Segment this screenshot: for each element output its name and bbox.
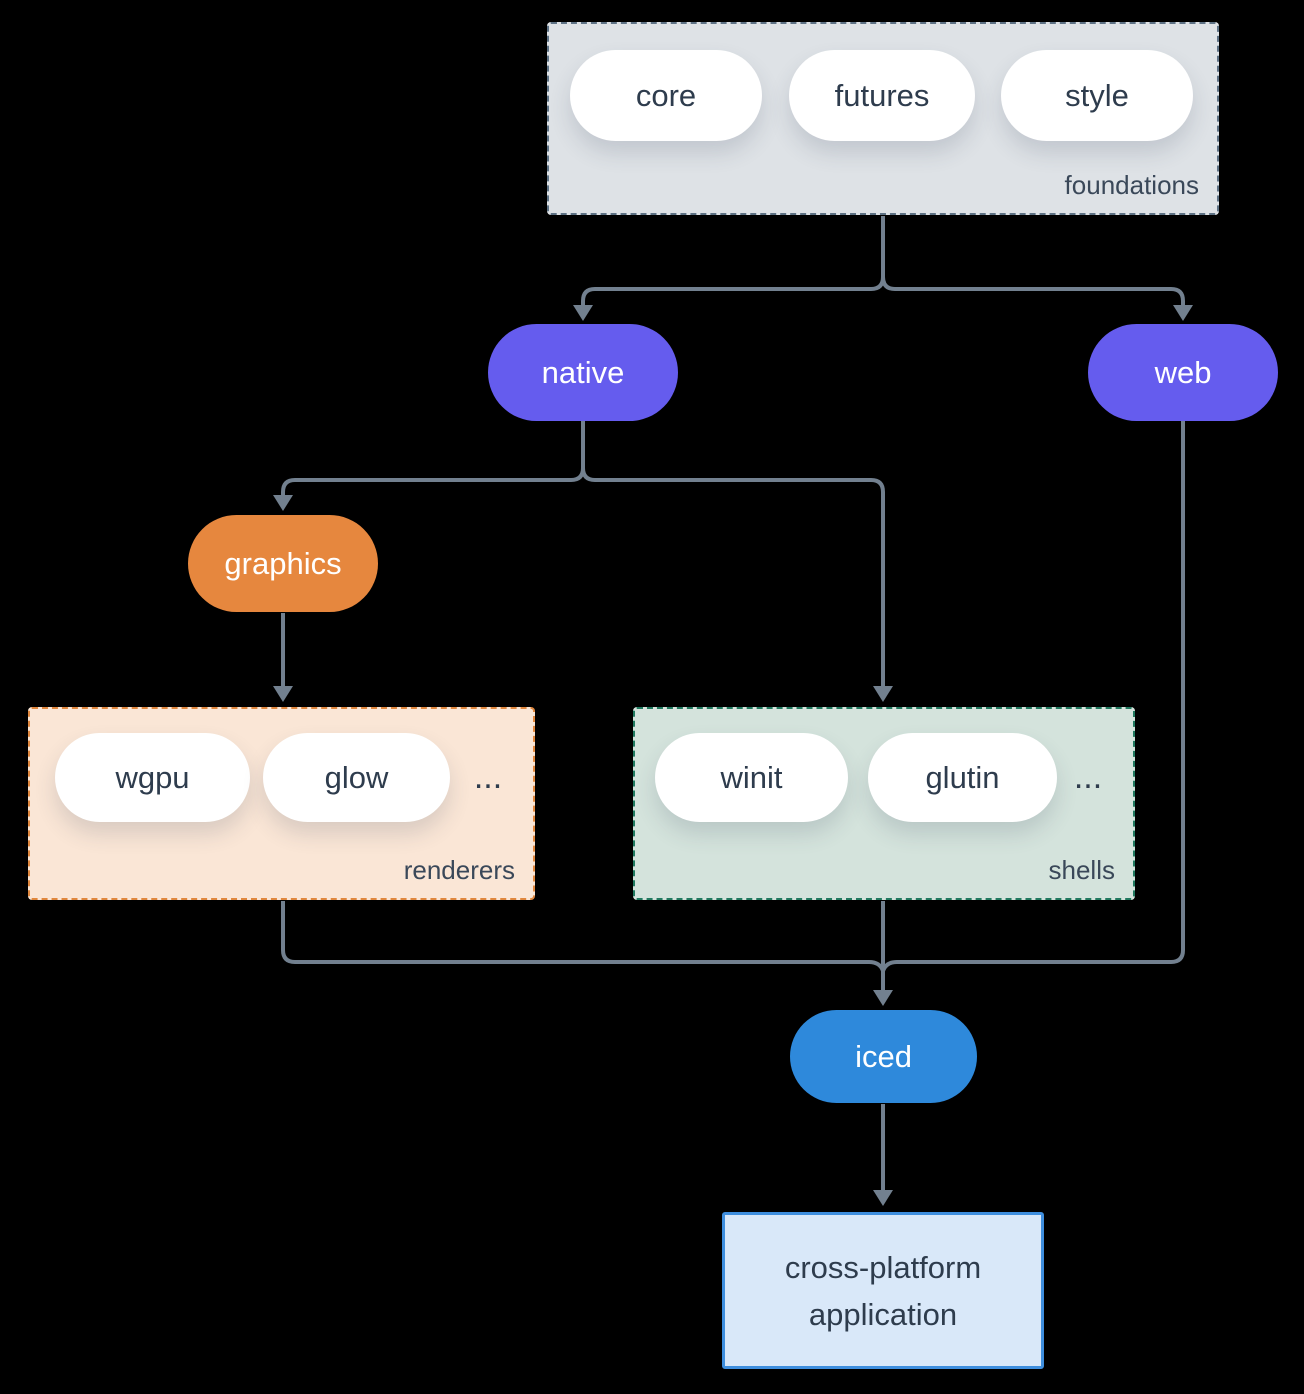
node-native: native (488, 324, 678, 421)
arrowhead-shells (873, 686, 893, 702)
group-label-foundations: foundations (1064, 170, 1199, 200)
node-cross-platform-application: cross-platform application (722, 1212, 1044, 1369)
application-label-line1: cross-platform (784, 1249, 982, 1285)
edge-native-to-graphics (273, 421, 585, 511)
node-iced: iced (790, 1010, 977, 1103)
edge-renderers-to-iced (281, 901, 885, 972)
node-futures: futures (789, 50, 975, 141)
edge-native-to-shells (581, 421, 893, 702)
node-wgpu: wgpu (55, 733, 250, 822)
edge-foundations-to-web (881, 216, 1193, 321)
edge-foundations-to-native (573, 216, 885, 321)
arrowhead-application (873, 1190, 893, 1206)
arrowhead-web (1173, 305, 1193, 321)
node-winit: winit (655, 733, 848, 822)
group-label-shells: shells (1048, 855, 1115, 885)
arrowhead-native (573, 305, 593, 321)
node-glutin: glutin (868, 733, 1057, 822)
node-web: web (1088, 324, 1278, 421)
node-style: style (1001, 50, 1193, 141)
arrowhead-renderers (273, 686, 293, 702)
application-label-line2: application (808, 1296, 958, 1332)
edge-shells-to-iced (873, 901, 893, 1006)
renderers-ellipsis: ... (473, 758, 503, 796)
group-label-renderers: renderers (403, 855, 515, 885)
edge-iced-to-application (873, 1104, 893, 1206)
edge-web-to-iced (881, 421, 1185, 972)
edge-graphics-to-renderers (273, 613, 293, 702)
arrowhead-graphics (273, 495, 293, 511)
node-glow: glow (263, 733, 450, 822)
node-core: core (570, 50, 762, 141)
shells-ellipsis: ... (1073, 758, 1103, 796)
arrowhead-iced (873, 990, 893, 1006)
node-graphics: graphics (188, 515, 378, 612)
